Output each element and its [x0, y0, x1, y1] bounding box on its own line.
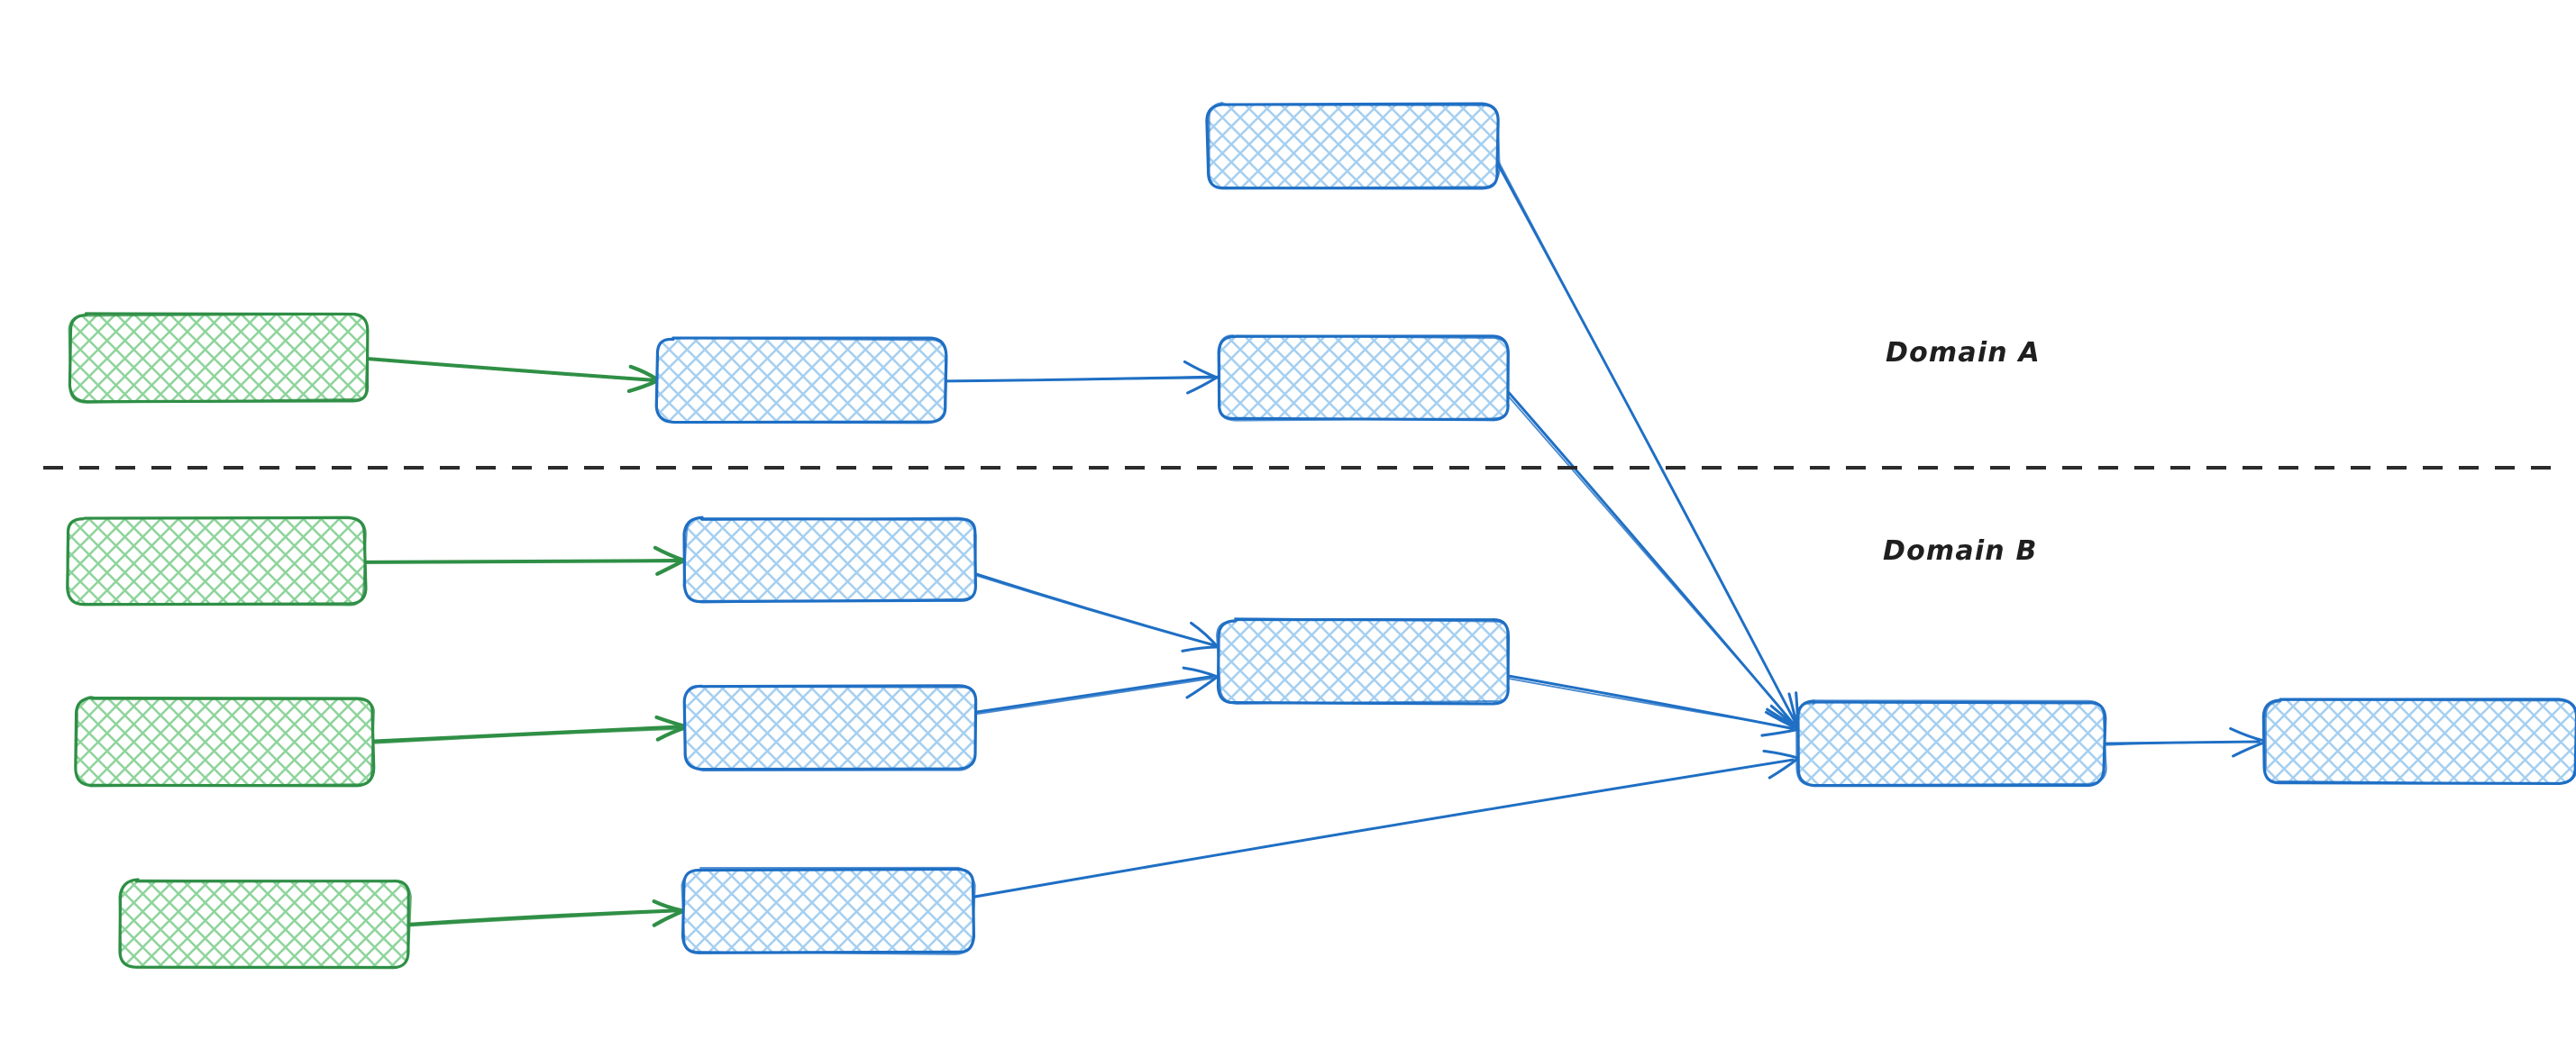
node-outline: [681, 866, 976, 955]
node-fill: [68, 518, 365, 605]
edge-line: [972, 759, 1795, 898]
node-a-right-1[interactable]: [1217, 334, 1510, 422]
arrowhead-stroke: [653, 545, 687, 562]
node-fill: [121, 880, 409, 967]
edge-e1[interactable]: [365, 356, 660, 394]
edge-line: [2103, 741, 2261, 746]
edge-line: [973, 675, 1215, 714]
node-outline: [1216, 617, 1510, 705]
edge-e12[interactable]: [2103, 726, 2267, 758]
domain-label-a: Domain A: [1886, 337, 2041, 369]
arrowhead-stroke: [626, 379, 660, 394]
node-b-hub[interactable]: [1795, 699, 2107, 788]
edge-e8[interactable]: [974, 572, 1220, 652]
domain-label-b: Domain B: [1883, 535, 2038, 567]
node-fill: [1219, 336, 1509, 419]
edge-line: [1509, 678, 1795, 729]
edge-e2[interactable]: [944, 360, 1220, 395]
node-b-src-1[interactable]: [66, 515, 368, 607]
edge-layer: [362, 160, 2267, 927]
arrowhead-stroke: [1762, 749, 1801, 760]
node-outline: [2264, 698, 2576, 785]
edge-e11[interactable]: [972, 749, 1801, 898]
node-layer: [66, 101, 2576, 970]
node-outline: [75, 695, 375, 788]
node-b-src-2[interactable]: [74, 695, 376, 788]
node-fill: [1219, 620, 1509, 703]
edge-line: [1506, 394, 1796, 726]
node-a-top-1[interactable]: [1205, 101, 1501, 190]
arrowhead-stroke: [1760, 727, 1801, 737]
node-outline: [682, 515, 977, 604]
arrowhead-stroke: [628, 364, 660, 382]
node-fill: [683, 870, 973, 953]
node-outline: [683, 685, 978, 772]
node-outline: [118, 879, 412, 968]
arrowhead-stroke: [1182, 666, 1220, 679]
edge-line: [364, 558, 681, 564]
edge-line: [409, 909, 680, 927]
node-fill: [685, 518, 975, 601]
node-b-mid-3[interactable]: [681, 866, 976, 955]
edge-line: [974, 572, 1216, 647]
node-fill: [2264, 700, 2576, 783]
node-outline: [1795, 699, 2107, 787]
node-fill: [1208, 105, 1498, 187]
arrowhead-stroke: [655, 725, 687, 742]
edge-e4[interactable]: [1506, 390, 1800, 731]
node-fill: [1798, 702, 2105, 785]
node-fill: [657, 339, 945, 422]
edge-line: [945, 377, 1214, 382]
edge-line: [373, 727, 681, 744]
node-a-mid-1[interactable]: [654, 336, 948, 424]
node-b-sink[interactable]: [2261, 698, 2576, 786]
edge-line: [973, 677, 1214, 716]
node-b-mid-1[interactable]: [682, 515, 978, 604]
node-fill: [685, 686, 975, 769]
edge-line: [974, 574, 1215, 647]
arrowhead-stroke: [652, 899, 685, 913]
edge-e9[interactable]: [973, 666, 1220, 716]
edge-line: [366, 358, 654, 382]
node-a-src-1[interactable]: [68, 312, 370, 404]
node-fill: [76, 698, 373, 785]
node-b-mid-2[interactable]: [682, 684, 978, 772]
edge-e6[interactable]: [370, 715, 688, 744]
arrowhead-stroke: [2229, 726, 2267, 743]
edge-e5[interactable]: [362, 545, 688, 576]
node-fill: [70, 315, 368, 401]
edge-e3[interactable]: [1495, 160, 1801, 731]
node-outline: [1208, 101, 1501, 190]
arrowhead-stroke: [654, 715, 688, 729]
node-outline: [1217, 334, 1509, 422]
edge-line: [1497, 160, 1797, 725]
arrowhead-stroke: [1190, 621, 1219, 649]
node-b-src-3[interactable]: [118, 878, 412, 970]
arrowhead-stroke: [1181, 645, 1220, 652]
edge-e10[interactable]: [1506, 674, 1801, 737]
arrowhead-stroke: [1186, 375, 1219, 395]
node-outline: [655, 337, 948, 424]
edge-e7[interactable]: [406, 899, 686, 927]
node-outline: [68, 313, 370, 404]
node-outline: [66, 515, 367, 607]
node-b-join-1[interactable]: [1216, 617, 1511, 706]
arrowhead-stroke: [2232, 741, 2267, 758]
arrowhead-stroke: [1183, 360, 1220, 380]
